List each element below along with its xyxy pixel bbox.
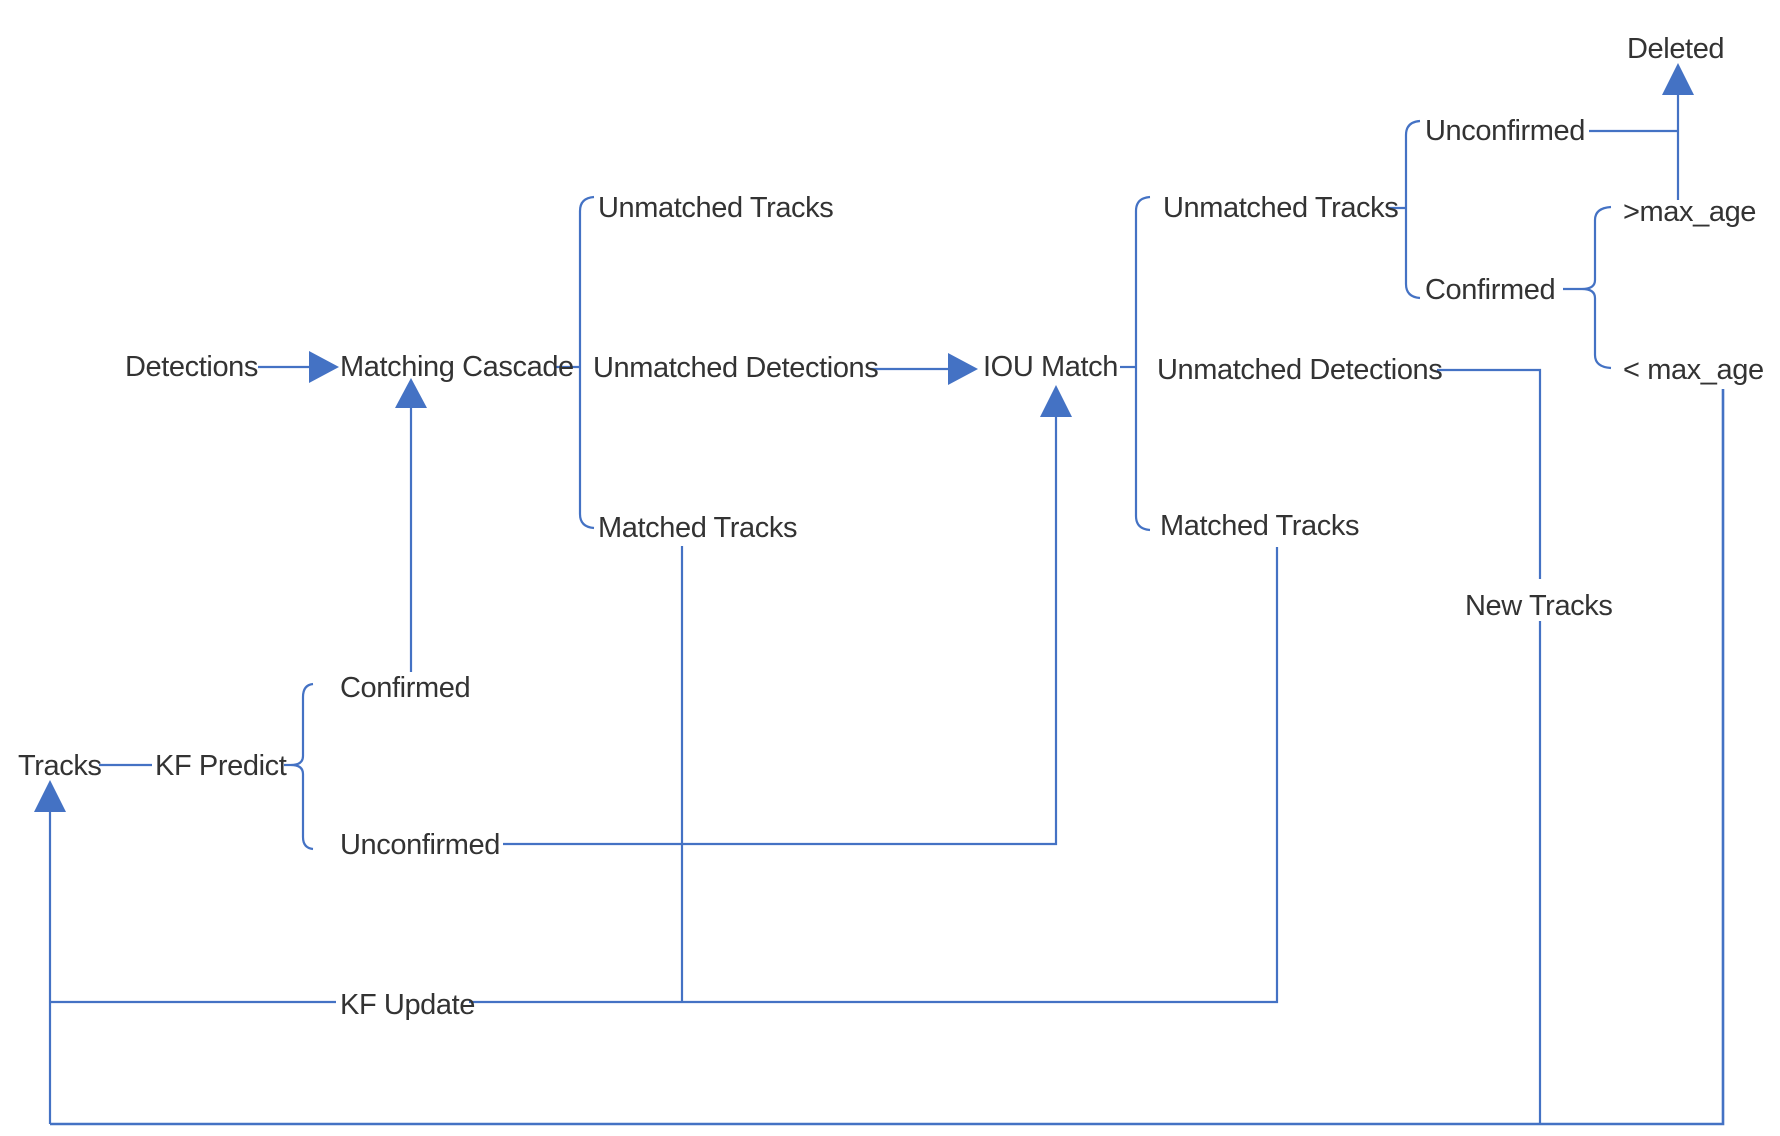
label-less-than-max-age: < max_age bbox=[1623, 354, 1764, 386]
label-kf-update: KF Update bbox=[340, 989, 475, 1021]
arrowhead-right-iou-match-icon bbox=[948, 353, 978, 385]
arrowhead-right-matching-cascade-icon bbox=[309, 351, 339, 383]
label-greater-than-max-age: >max_age bbox=[1623, 196, 1756, 228]
brace-confirmed-right-outputs bbox=[1581, 205, 1612, 370]
label-kf-predict: KF Predict bbox=[155, 750, 287, 782]
label-matching-cascade: Matching Cascade bbox=[340, 351, 574, 383]
bracket-unmatched-tracks-right-outputs bbox=[1404, 119, 1421, 300]
label-detections: Detections bbox=[125, 351, 258, 383]
label-tracks: Tracks bbox=[18, 750, 102, 782]
label-deleted: Deleted bbox=[1627, 33, 1724, 65]
label-unconfirmed-top-right: Unconfirmed bbox=[1425, 115, 1585, 147]
connector-max-age-bottom-return bbox=[50, 389, 1725, 1126]
label-matched-tracks-right: Matched Tracks bbox=[1160, 510, 1359, 542]
label-unmatched-tracks-right: Unmatched Tracks bbox=[1163, 192, 1398, 224]
label-iou-match: IOU Match bbox=[983, 351, 1118, 383]
arrowhead-up-deleted-icon bbox=[1662, 63, 1694, 95]
label-new-tracks: New Tracks bbox=[1465, 590, 1612, 622]
arrowhead-up-matching-cascade-icon bbox=[395, 378, 427, 408]
label-unmatched-detections-right: Unmatched Detections bbox=[1157, 354, 1442, 386]
label-unmatched-detections-left: Unmatched Detections bbox=[593, 352, 878, 384]
label-confirmed-left: Confirmed bbox=[340, 672, 470, 704]
connector-kf-update-to-matched-tracks-right bbox=[469, 547, 1279, 1004]
label-confirmed-right: Confirmed bbox=[1425, 274, 1555, 306]
arrowhead-up-tracks-icon bbox=[34, 780, 66, 812]
connector-unconfirmed-left-to-iou-match bbox=[503, 417, 1058, 846]
bracket-matching-cascade-outputs bbox=[578, 195, 595, 530]
brace-kf-predict-outputs bbox=[290, 682, 314, 851]
label-unconfirmed-left: Unconfirmed bbox=[340, 829, 500, 861]
arrowhead-up-iou-match-icon bbox=[1040, 385, 1072, 417]
connector-unmatched-detections-right-to-new-tracks bbox=[1437, 368, 1542, 579]
label-unmatched-tracks-left: Unmatched Tracks bbox=[598, 192, 833, 224]
bracket-iou-match-outputs bbox=[1134, 195, 1151, 532]
label-matched-tracks-left: Matched Tracks bbox=[598, 512, 797, 544]
